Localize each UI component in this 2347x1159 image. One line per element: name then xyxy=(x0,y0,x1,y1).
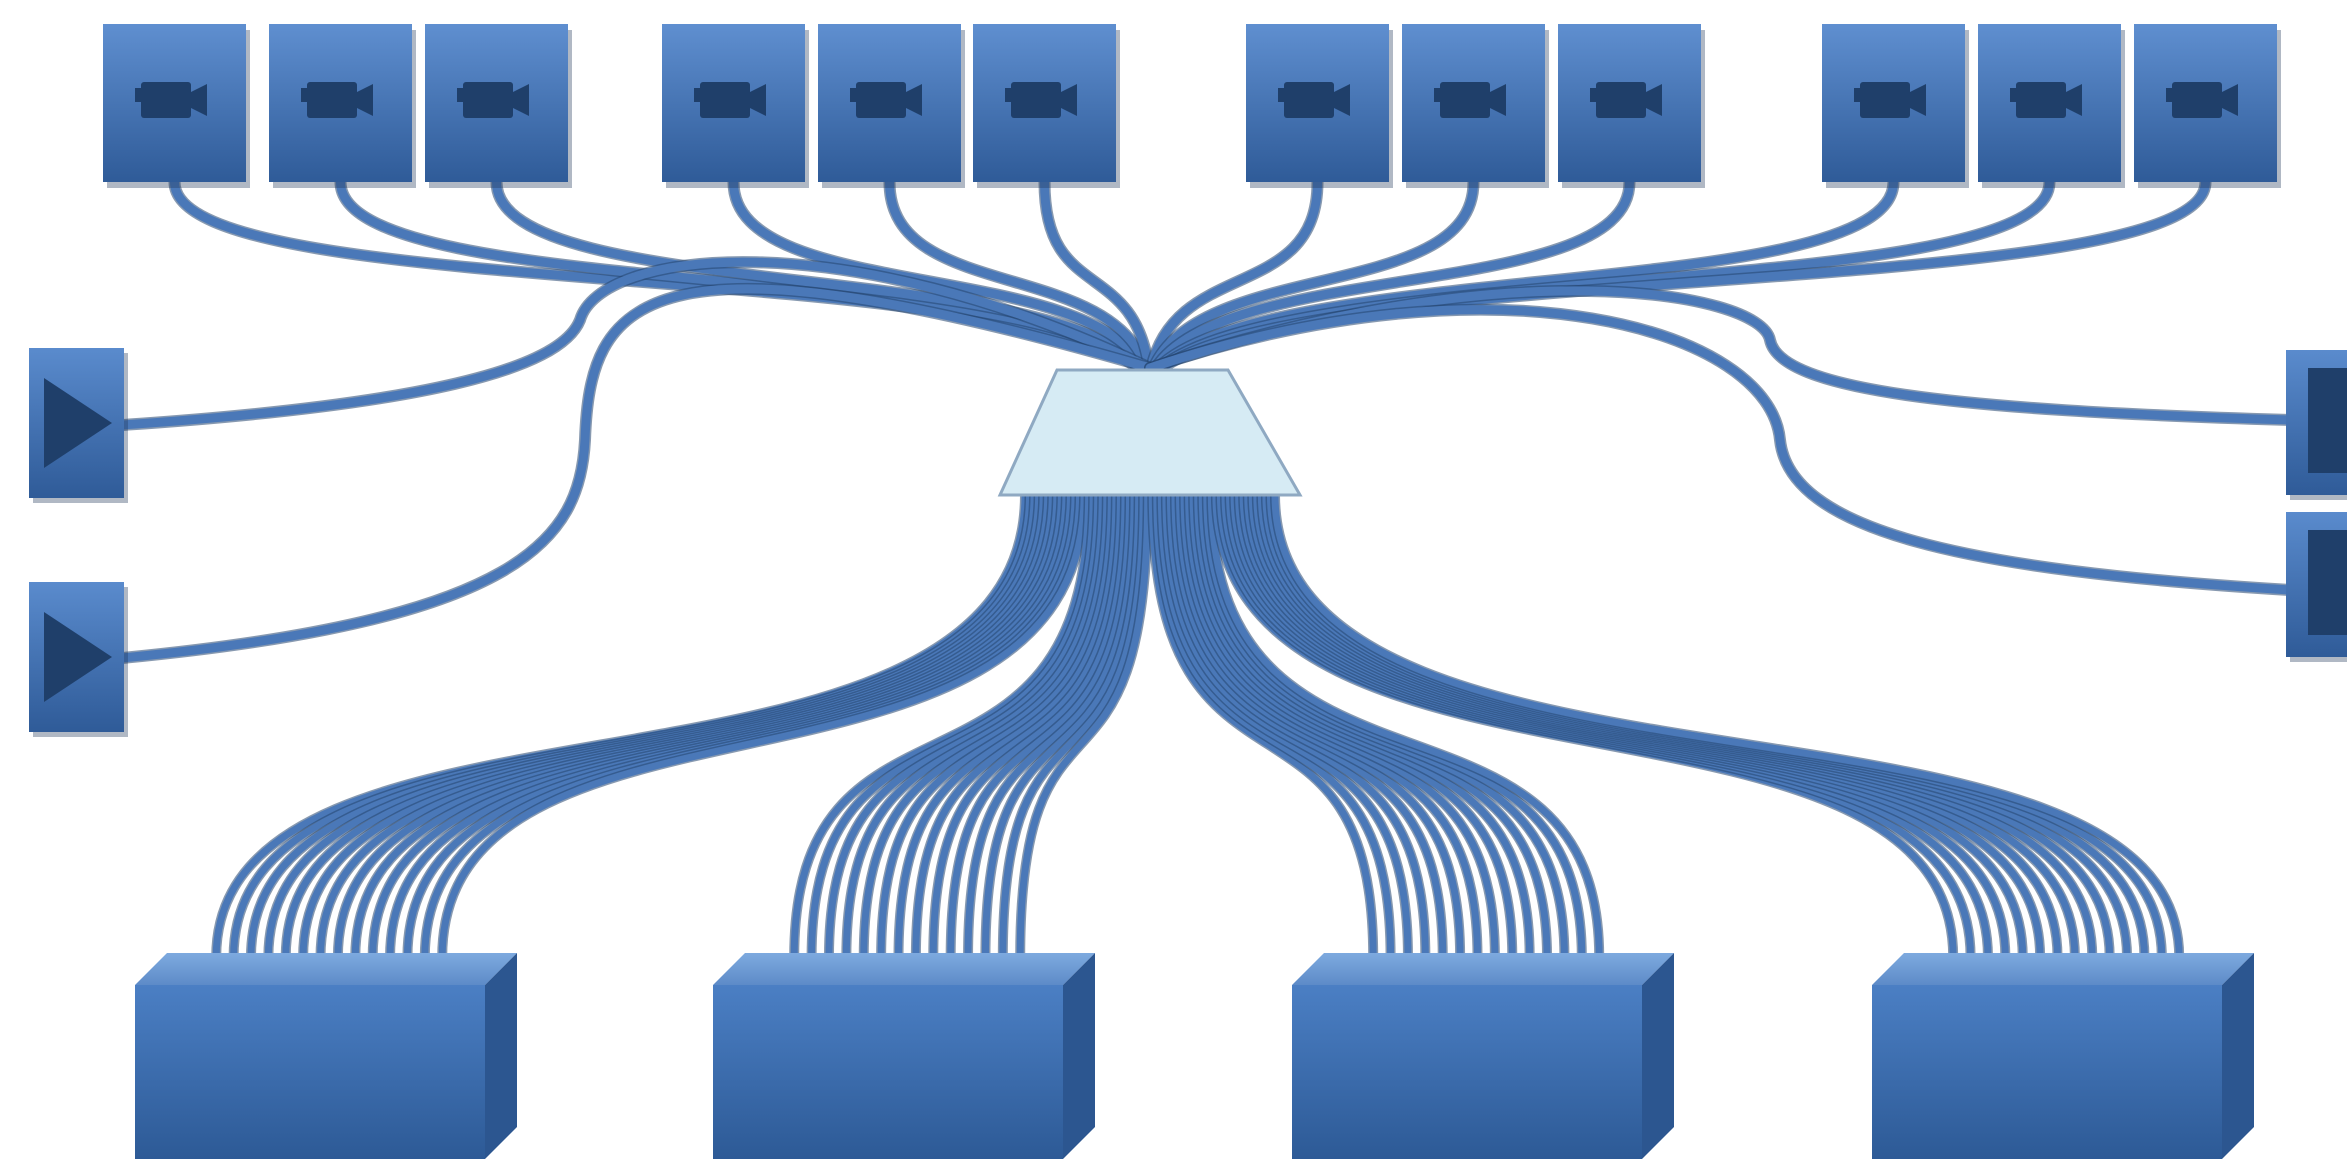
camera-cable xyxy=(1145,176,1324,374)
monitor-right-2 xyxy=(2286,512,2347,662)
camera-cable xyxy=(1149,176,1636,374)
storage-box-icon xyxy=(1292,985,1642,1159)
storage-top xyxy=(713,953,1095,985)
monitor-screen xyxy=(2308,530,2347,635)
monitor-cable xyxy=(116,256,1156,431)
monitor-cable xyxy=(116,282,1156,664)
video-camera-icon xyxy=(1434,82,1506,118)
camera-10 xyxy=(1822,24,1969,188)
camera-1 xyxy=(103,24,250,188)
storage-cable xyxy=(893,490,1121,962)
storage-unit-2 xyxy=(713,953,1095,1159)
network-switch xyxy=(997,368,1303,497)
storage-cable xyxy=(1151,490,1396,962)
monitor-right-1 xyxy=(2286,350,2347,500)
storage-side xyxy=(2222,953,2254,1159)
trapezoid-switch-icon xyxy=(997,368,1303,497)
storage-cable xyxy=(910,490,1126,962)
camera-2 xyxy=(269,24,416,188)
storage-cable xyxy=(858,490,1112,962)
storage-cable xyxy=(963,490,1140,962)
monitor-cable xyxy=(1144,303,2296,596)
video-camera-icon xyxy=(1854,82,1926,118)
monitor-screen xyxy=(2308,368,2347,473)
monitor-cable-group xyxy=(116,256,2296,664)
storage-cable xyxy=(1147,490,1379,962)
storage-box-icon xyxy=(713,985,1063,1159)
storage-box-icon xyxy=(135,985,485,1159)
camera-cable-group xyxy=(168,176,2212,374)
camera-12 xyxy=(2134,24,2281,188)
play-triangle-icon xyxy=(44,378,112,468)
storage-cable xyxy=(806,490,1099,962)
storage-cable xyxy=(876,490,1117,962)
storage-top xyxy=(1872,953,2254,985)
storage-top xyxy=(135,953,517,985)
storage-side xyxy=(485,953,517,1159)
storage-cable xyxy=(1156,490,1413,962)
storage-top xyxy=(1292,953,1674,985)
storage-unit-1 xyxy=(135,953,517,1159)
camera-5 xyxy=(818,24,965,188)
monitor-group xyxy=(29,348,2347,737)
storage-cable xyxy=(997,490,1149,962)
storage-cable xyxy=(980,490,1144,962)
storage-cable xyxy=(1160,490,1431,962)
storage-side xyxy=(1642,953,1674,1159)
camera-6 xyxy=(973,24,1120,188)
storage-cable xyxy=(437,490,1090,962)
video-camera-icon xyxy=(694,82,766,118)
storage-cable xyxy=(1015,490,1153,962)
camera-11 xyxy=(1978,24,2125,188)
storage-unit-4 xyxy=(1872,953,2254,1159)
storage-cable xyxy=(945,490,1135,962)
camera-7 xyxy=(1246,24,1393,188)
camera-cable xyxy=(883,176,1153,374)
storage-cable-bundle xyxy=(211,490,2185,962)
camera-cable xyxy=(1038,176,1155,374)
monitor-cable xyxy=(1144,284,2296,426)
camera-9 xyxy=(1558,24,1705,188)
storage-side xyxy=(1063,953,1095,1159)
monitor-left-2 xyxy=(29,582,128,737)
play-triangle-icon xyxy=(44,612,112,702)
video-camera-icon xyxy=(850,82,922,118)
storage-cable xyxy=(280,490,1049,962)
storage-cable xyxy=(841,490,1108,962)
video-camera-icon xyxy=(301,82,373,118)
monitor-left-1 xyxy=(29,348,128,503)
storage-box-icon xyxy=(1872,985,2222,1159)
camera-row xyxy=(103,24,2281,188)
storage-cable xyxy=(1206,490,1605,962)
camera-8 xyxy=(1402,24,1549,188)
camera-4 xyxy=(662,24,809,188)
camera-3 xyxy=(425,24,572,188)
storage-cable xyxy=(823,490,1103,962)
video-camera-icon xyxy=(2166,82,2238,118)
video-camera-icon xyxy=(135,82,207,118)
video-camera-icon xyxy=(1278,82,1350,118)
video-camera-icon xyxy=(1005,82,1077,118)
storage-unit-3 xyxy=(1292,953,1674,1159)
video-camera-icon xyxy=(2010,82,2082,118)
storage-row xyxy=(135,953,2254,1159)
video-camera-icon xyxy=(1590,82,1662,118)
video-camera-icon xyxy=(457,82,529,118)
storage-cable xyxy=(928,490,1130,962)
storage-cable xyxy=(1270,490,2185,962)
camera-cable xyxy=(1147,176,1480,374)
